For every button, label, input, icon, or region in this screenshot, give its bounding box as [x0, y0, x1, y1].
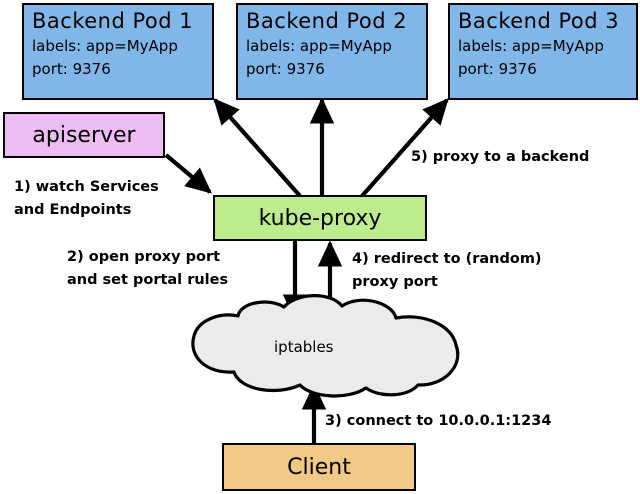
step-2-label-line1: 2) open proxy port	[67, 249, 221, 265]
backend-pod-1-port: port: 9376	[32, 60, 111, 78]
step-5-label: 5) proxy to a backend	[411, 149, 590, 165]
backend-pod-2-title: Backend Pod 2	[246, 9, 408, 33]
step-2-label-line2: and set portal rules	[67, 272, 229, 288]
step-4-label-line2: proxy port	[352, 274, 438, 290]
backend-pod-1-title: Backend Pod 1	[32, 9, 194, 33]
arrow-kubeproxy-to-pod3	[360, 98, 449, 198]
step-3-label: 3) connect to 10.0.0.1:1234	[325, 413, 552, 429]
backend-pod-2[interactable]: Backend Pod 2 labels: app=MyApp port: 93…	[236, 3, 428, 100]
iptables-label: iptables	[274, 338, 334, 356]
client-label: Client	[287, 454, 351, 480]
backend-pod-1[interactable]: Backend Pod 1 labels: app=MyApp port: 93…	[22, 3, 214, 100]
backend-pod-2-labels: labels: app=MyApp	[246, 37, 392, 55]
iptables-cloud	[191, 294, 460, 398]
backend-pod-3[interactable]: Backend Pod 3 labels: app=MyApp port: 93…	[448, 3, 638, 100]
step-4-label-line1: 4) redirect to (random)	[352, 251, 542, 267]
backend-pod-3-title: Backend Pod 3	[458, 9, 620, 33]
backend-pod-3-port: port: 9376	[458, 60, 537, 78]
step-1-label-line2: and Endpoints	[14, 202, 132, 218]
backend-pod-2-port: port: 9376	[246, 60, 325, 78]
apiserver-node[interactable]: apiserver	[3, 112, 165, 158]
step-1-label-line1: 1) watch Services	[14, 179, 159, 195]
backend-pod-3-labels: labels: app=MyApp	[458, 37, 604, 55]
arrow-kubeproxy-to-pod1	[213, 98, 302, 198]
client-node[interactable]: Client	[222, 443, 416, 491]
apiserver-label: apiserver	[32, 122, 136, 148]
kube-proxy-node[interactable]: kube-proxy	[213, 195, 427, 241]
backend-pod-1-labels: labels: app=MyApp	[32, 37, 178, 55]
arrow-apiserver-to-kubeproxy	[164, 153, 212, 194]
kube-proxy-label: kube-proxy	[258, 205, 382, 231]
